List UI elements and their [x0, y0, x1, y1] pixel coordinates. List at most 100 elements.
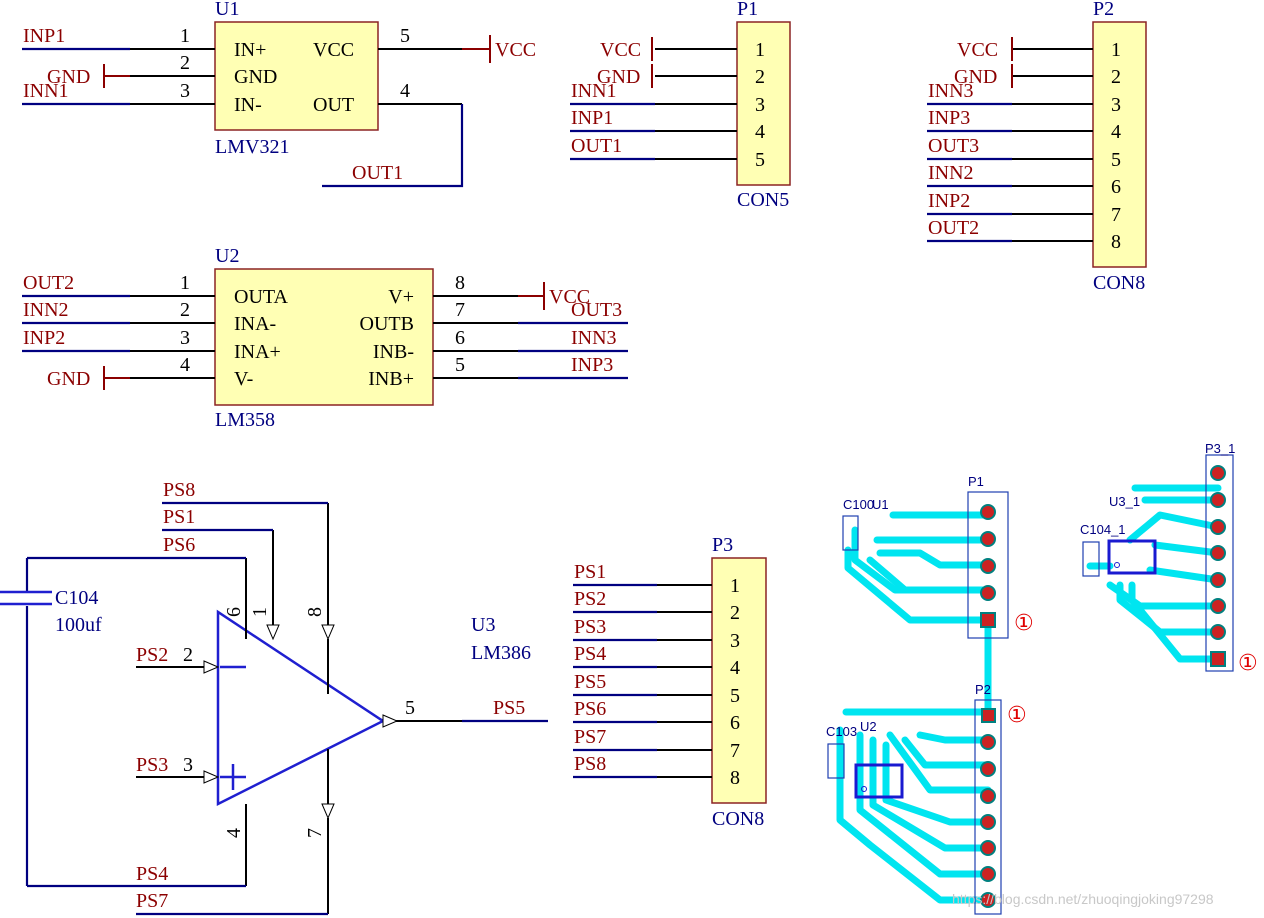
- p1-pin1: 1: [755, 39, 765, 61]
- pcb-u2-pin1-dot: [861, 786, 867, 792]
- c104-value: 100uf: [55, 614, 102, 636]
- u2-net-inn3: INN3: [571, 327, 617, 349]
- p1-net-gnd: GND: [597, 66, 640, 88]
- pcb-p3-label: P3_1: [1205, 441, 1235, 456]
- pcb-p3-outline: [1205, 454, 1234, 672]
- p3-net-ps6: PS6: [574, 698, 606, 720]
- pcb-p1-label: P1: [968, 474, 984, 489]
- pcb-c104-outline: [1082, 541, 1100, 577]
- p3-pin6: 6: [730, 712, 740, 734]
- pcb-c103-label: C103: [826, 724, 857, 739]
- u2-pin6-num: 6: [455, 327, 465, 349]
- p3-net-ps4: PS4: [574, 643, 606, 665]
- u1-pin5-name: VCC: [313, 39, 354, 61]
- u3-net-ps1: PS1: [163, 506, 195, 528]
- p2-net-out2: OUT2: [928, 217, 979, 239]
- pcb-u3-body: [1107, 539, 1157, 575]
- pcb-c100-label: C100: [843, 497, 874, 512]
- p2-net-inp2: INP2: [928, 190, 970, 212]
- pcb-u3-label: U3_1: [1109, 494, 1140, 509]
- u2-net-gnd: GND: [47, 368, 90, 390]
- p1-connector: P1 CON5 1 2 3 4 5 VCC GND INN1 INP1 OUT1: [570, 0, 791, 211]
- p2-body: [1092, 21, 1147, 268]
- pcb-p3-pad7: [1210, 492, 1226, 508]
- p3-net-ps8: PS8: [574, 753, 606, 775]
- u1-pin3-num: 3: [180, 80, 190, 102]
- p2-net-inp3: INP3: [928, 107, 970, 129]
- u3-amplifier: U3 LM386 2 PS2 3 PS3 5 PS5 6 1 8 7: [27, 479, 548, 916]
- u2-pin7-num: 7: [455, 299, 465, 321]
- pcb-p3-pad1: [1210, 651, 1226, 667]
- pcb-p1-pad1: [980, 504, 996, 520]
- u1-part: LMV321: [215, 136, 289, 158]
- u1-pin5-num: 5: [400, 25, 410, 47]
- u3-net-ps3: PS3: [136, 754, 168, 776]
- u3-part: LM386: [471, 642, 531, 664]
- pcb-p1-outline: [967, 491, 1009, 639]
- p3-pin5: 5: [730, 685, 740, 707]
- pcb-p2-label: P2: [975, 682, 991, 697]
- pcb-p3-pad2: [1210, 624, 1226, 640]
- u2-pin1-num: 1: [180, 272, 190, 294]
- u2-pin3-num: 3: [180, 327, 190, 349]
- u1-symbol: U1 LMV321 1 2 3 IN+ GND IN- 5 4 VCC OUT …: [22, 0, 536, 188]
- u3-net-ps4: PS4: [136, 863, 168, 885]
- u1-pin2-name: GND: [234, 66, 277, 88]
- p3-ref: P3: [712, 534, 733, 556]
- p1-net-inn1: INN1: [571, 80, 617, 102]
- p2-net-inn3: INN3: [928, 80, 974, 102]
- pcb-p1-pad3: [980, 558, 996, 574]
- pcb-p2-pad5: [980, 814, 996, 830]
- u3-net-ps7: PS7: [136, 890, 168, 912]
- u2-pin8-num: 8: [455, 272, 465, 294]
- u2-ref: U2: [215, 245, 239, 267]
- u2-pin6-name: INB-: [373, 341, 414, 363]
- pcb-p3-pad3: [1210, 598, 1226, 614]
- p3-pin2: 2: [730, 602, 740, 624]
- pcb-p1-pad4: [980, 585, 996, 601]
- u3-net-ps5: PS5: [493, 697, 525, 719]
- u2-body: [214, 268, 434, 406]
- p1-pin4: 4: [755, 121, 765, 143]
- p2-pin4: 4: [1111, 121, 1121, 143]
- u2-net-vcc: VCC: [549, 286, 590, 308]
- pcb-u2-body: [854, 763, 904, 799]
- p2-pin8: 8: [1111, 231, 1121, 253]
- pcb-p2-pad6: [980, 840, 996, 856]
- p3-body: [711, 557, 767, 804]
- u3-pin5-num: 5: [405, 697, 415, 719]
- p3-pin3: 3: [730, 630, 740, 652]
- u2-pin8-name: V+: [388, 286, 414, 308]
- p2-net-vcc: VCC: [957, 39, 998, 61]
- p1-net-vcc: VCC: [600, 39, 641, 61]
- u1-net-vcc: VCC: [495, 39, 536, 61]
- u3-pin6-num: 6: [223, 607, 245, 617]
- pcb-board-p2: P2 C103 U2 ①: [826, 682, 1027, 915]
- pcb-p1-pad5: [980, 612, 996, 628]
- p3-net-ps2: PS2: [574, 588, 606, 610]
- pcb-p3-pin1-marker: ①: [1238, 651, 1258, 676]
- u1-pin3-name: IN-: [234, 94, 262, 116]
- p1-pin2: 2: [755, 66, 765, 88]
- u1-ref: U1: [215, 0, 239, 20]
- p1-net-inp1: INP1: [571, 107, 613, 129]
- pcb-p2-outline: [974, 699, 1002, 915]
- u2-part: LM358: [215, 409, 275, 431]
- p2-pin6: 6: [1111, 176, 1121, 198]
- u2-net-inp2: INP2: [23, 327, 65, 349]
- pcb-p2-pad4: [980, 788, 996, 804]
- u3-pin8-num: 8: [304, 607, 326, 617]
- u2-pin4-num: 4: [180, 354, 190, 376]
- p3-pin1: 1: [730, 575, 740, 597]
- u3-pin3-num: 3: [183, 754, 193, 776]
- pcb-c100-outline: [842, 515, 859, 551]
- pcb-p2-pad2: [980, 734, 996, 750]
- c104-capacitor: C104 100uf: [0, 558, 102, 886]
- p3-connector: P3 CON8 1 2 3 4 5 6 7 8 PS1 PS2 PS3 PS4 …: [573, 534, 767, 830]
- u1-pin1-name: IN+: [234, 39, 266, 61]
- pcb-board-p3: P3_1 C104_1 U3_1 ①: [1080, 441, 1258, 676]
- p2-pin2: 2: [1111, 66, 1121, 88]
- p3-pin8: 8: [730, 767, 740, 789]
